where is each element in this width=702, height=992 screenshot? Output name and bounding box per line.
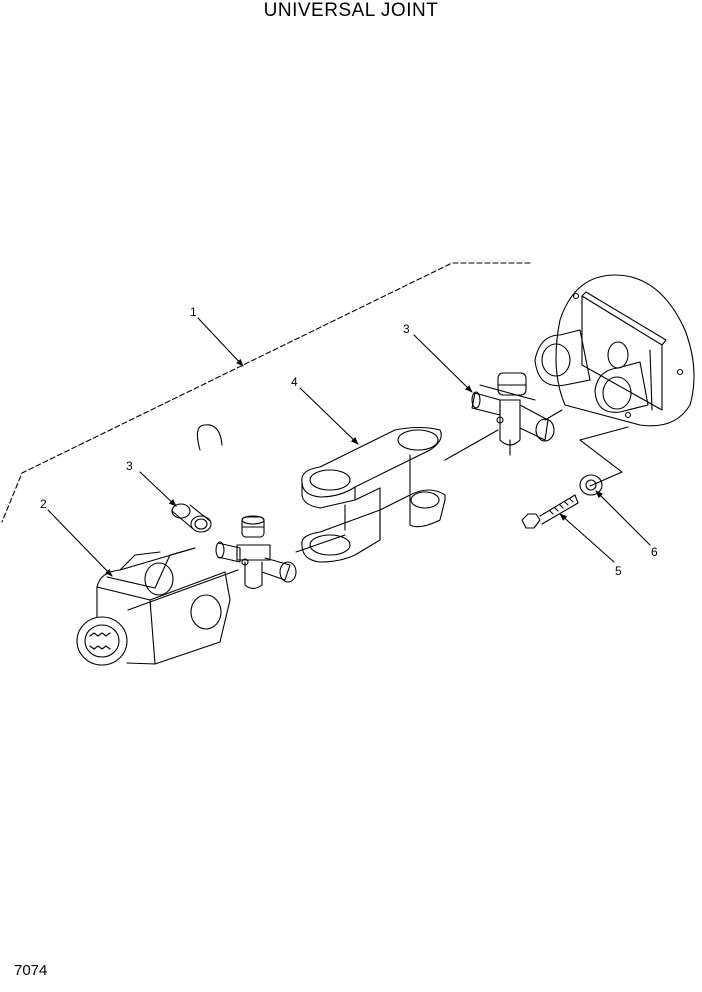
- snap-ring: [196, 424, 223, 451]
- leader-1: [197, 317, 244, 367]
- spider-cross-right: [471, 372, 555, 456]
- callout-6: 6: [651, 545, 658, 559]
- callout-3-left: 3: [126, 459, 133, 473]
- assembly-boundary-dashed: [1, 262, 531, 523]
- leader-6: [595, 490, 651, 546]
- page-number: 7074: [14, 962, 48, 979]
- callout-3-right: 3: [403, 322, 410, 336]
- callout-2: 2: [40, 497, 47, 511]
- callout-4: 4: [291, 375, 298, 389]
- bearing-cup-left: [171, 503, 212, 533]
- leader-4: [299, 387, 359, 445]
- leader-2: [47, 509, 113, 577]
- intermediate-yoke-part: [301, 426, 446, 563]
- page-title: UNIVERSAL JOINT: [263, 0, 439, 21]
- leader-5: [559, 513, 615, 563]
- spider-cross-left: [215, 515, 297, 590]
- callout-1: 1: [190, 305, 197, 319]
- leader-3a: [139, 471, 177, 507]
- flange-yoke-part: [534, 274, 695, 427]
- callout-5: 5: [615, 564, 622, 578]
- splined-yoke-part: [76, 547, 231, 666]
- center-axis: [127, 409, 563, 611]
- washer-part: [579, 474, 603, 496]
- leader-3b: [413, 334, 473, 393]
